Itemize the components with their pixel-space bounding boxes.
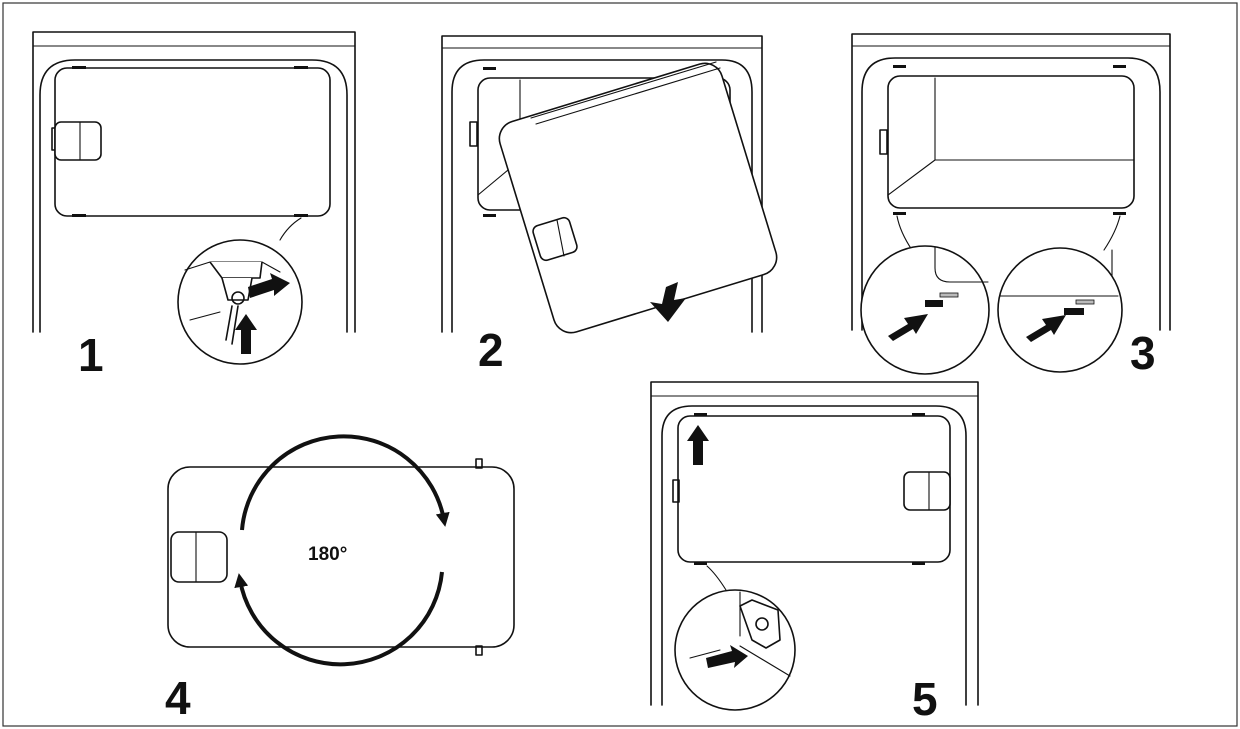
step-2-illustration [441,35,778,334]
step-1-number: 1 [78,329,104,381]
step-5-number: 5 [912,673,938,725]
step-3-illustration [851,33,1171,375]
step-5-illustration [650,381,979,711]
step-4-number: 4 [165,672,191,724]
step-2-number: 2 [478,324,504,376]
step-1-illustration [32,31,356,365]
rotation-label: 180° [308,544,348,565]
step-4-illustration [167,434,515,667]
step-3-number: 3 [1130,327,1156,379]
